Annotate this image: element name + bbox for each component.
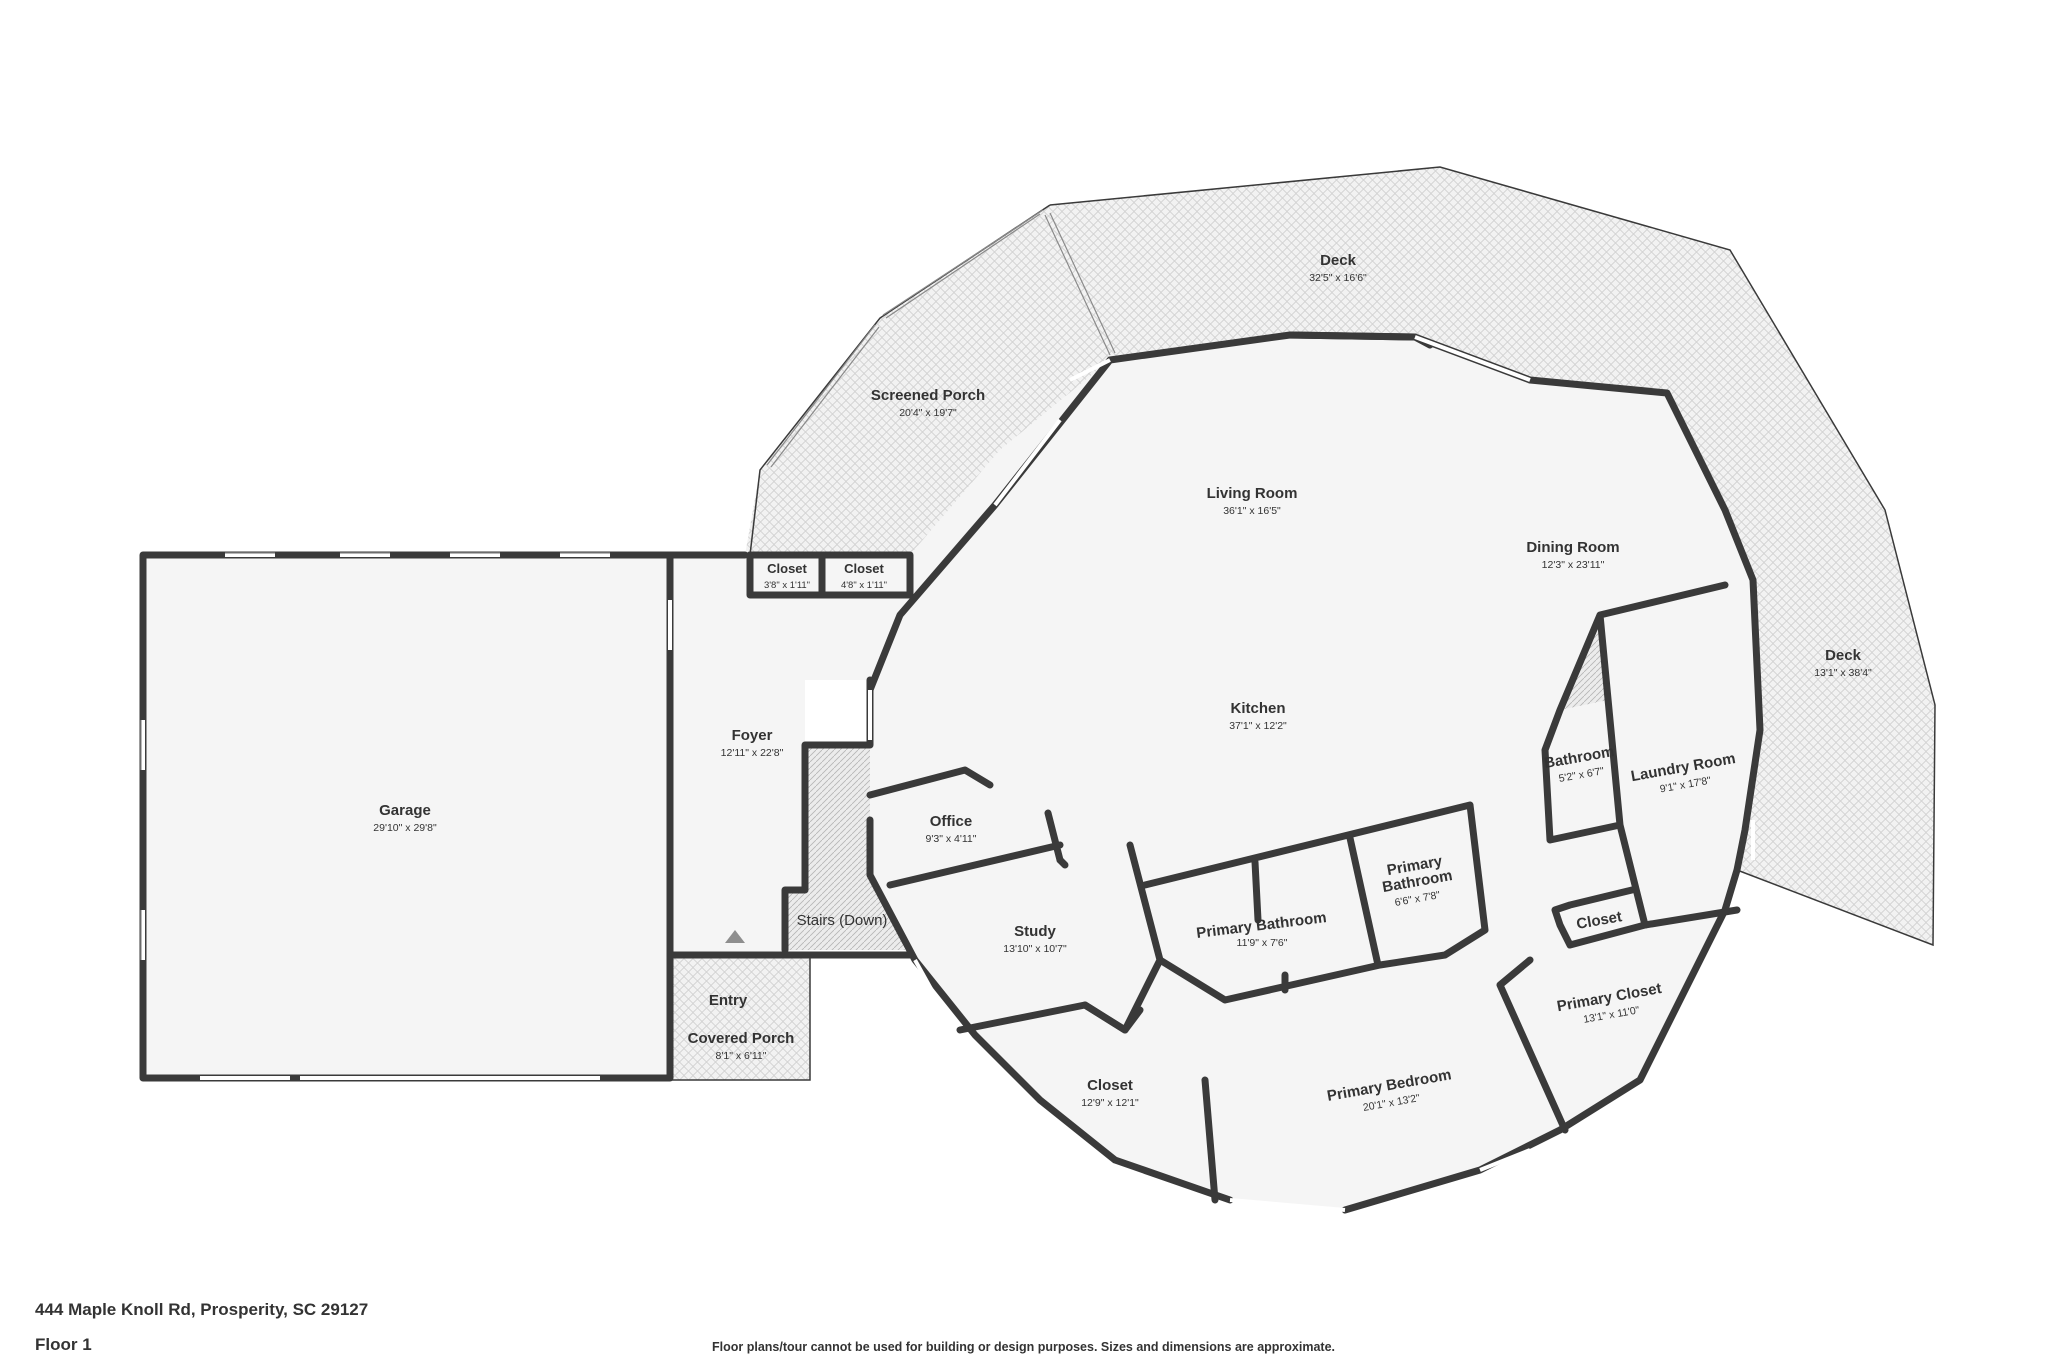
room-dims-primary-bathroom-1: 11'9" x 7'6" [1237,937,1288,949]
room-dims-garage: 29'10" x 29'8" [373,822,437,834]
room-name-closet-3: Closet [1087,1077,1133,1094]
room-name-stairs: Stairs (Down) [797,912,888,929]
room-name-screened-porch: Screened Porch [871,387,985,404]
laundry-walls [1541,581,1729,929]
room-dims-office: 9'3" x 4'11" [926,833,977,845]
room-name-garage: Garage [379,802,431,819]
office-walls [866,766,1064,889]
stairs-area [785,745,905,950]
room-name-foyer: Foyer [732,727,773,744]
foyer-walls [666,551,914,959]
room-dims-dining-room: 12'3" x 23'11" [1542,559,1605,571]
primary-bathroom-walls [1141,801,1489,1004]
entry-arrow-icon [725,930,745,943]
room-dims-closet-2: 4'8" x 1'11" [841,580,887,591]
room-dims-living-room: 36'1" x 16'5" [1223,505,1281,517]
room-name-deck-right: Deck [1825,647,1862,664]
disclaimer: Floor plans/tour cannot be used for buil… [712,1340,1336,1354]
room-name-dining-room: Dining Room [1526,539,1619,556]
deck-area [1050,167,1935,945]
room-dims-deck-top: 32'5" x 16'6" [1309,272,1367,284]
room-dims-closet-1: 3'8" x 1'11" [764,580,810,591]
room-name-office: Office [930,813,973,830]
room-name-living-room: Living Room [1207,485,1298,502]
room-name-deck-top: Deck [1320,252,1357,269]
room-dims-deck-right: 13'1" x 38'4" [1814,667,1872,679]
room-name-kitchen: Kitchen [1230,700,1285,717]
garage-floor [143,555,670,1075]
covered-porch-area [670,955,810,1080]
room-name-closet-1: Closet [767,561,807,576]
windows [140,335,1755,1212]
closet-4-walls [1551,886,1649,949]
address: 444 Maple Knoll Rd, Prosperity, SC 29127 [35,1300,369,1319]
closet-walls [746,551,914,599]
room-dims-kitchen: 37'1" x 12'2" [1229,720,1287,732]
floor-plan: Deck 32'5" x 16'6" Deck 13'1" x 38'4" Sc… [139,166,1936,1214]
room-dims-study: 13'10" x 10'7" [1003,943,1067,955]
room-dims-covered-porch: 8'1" x 6'11" [716,1050,767,1062]
room-name-covered-porch: Covered Porch [688,1030,795,1047]
floor-label: Floor 1 [35,1335,92,1354]
room-dims-foyer: 12'11" x 22'8" [721,747,784,759]
closet-3-walls [1081,1001,1219,1204]
room-name-study: Study [1014,923,1056,940]
room-name-closet-2: Closet [844,561,884,576]
room-dims-closet-3: 12'9" x 12'1" [1081,1097,1139,1109]
screened-porch-area [745,205,1110,555]
room-dims-screened-porch: 20'4" x 19'7" [899,407,957,419]
room-name-entry: Entry [709,992,748,1009]
primary-closet-walls [1496,906,1741,1134]
room-name-primary-bathroom-2: PrimaryBathroom [1378,851,1453,896]
